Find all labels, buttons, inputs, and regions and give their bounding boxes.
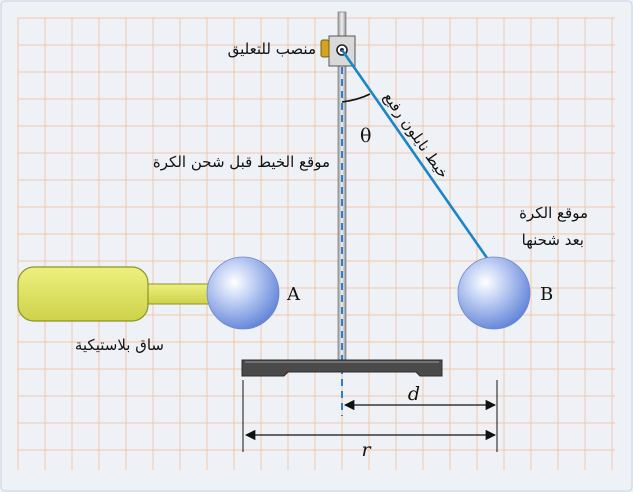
plastic-rod-label: ساق بلاستيكية xyxy=(75,336,164,354)
ball-a xyxy=(206,256,280,330)
distance-d-label: d xyxy=(408,383,420,405)
distance-r-label: r xyxy=(361,439,372,461)
ball-b xyxy=(457,256,531,330)
angle-arc xyxy=(341,93,371,103)
base-platform xyxy=(241,359,443,377)
point-b-label: B xyxy=(540,284,553,305)
angle-theta-label: θ xyxy=(360,125,371,147)
plastic-rod-handle xyxy=(17,266,149,322)
thread-position-label: موقع الخيط قبل شحن الكرة xyxy=(153,153,330,171)
suspension-screw xyxy=(320,39,330,58)
suspension-label: منصب للتعليق xyxy=(228,40,316,58)
ball-position-label-line1: موقع الكرة xyxy=(519,204,588,222)
ball-position-label-line2: بعد شحنها xyxy=(522,231,584,249)
nylon-thread xyxy=(340,49,496,269)
point-a-label: A xyxy=(286,284,301,305)
